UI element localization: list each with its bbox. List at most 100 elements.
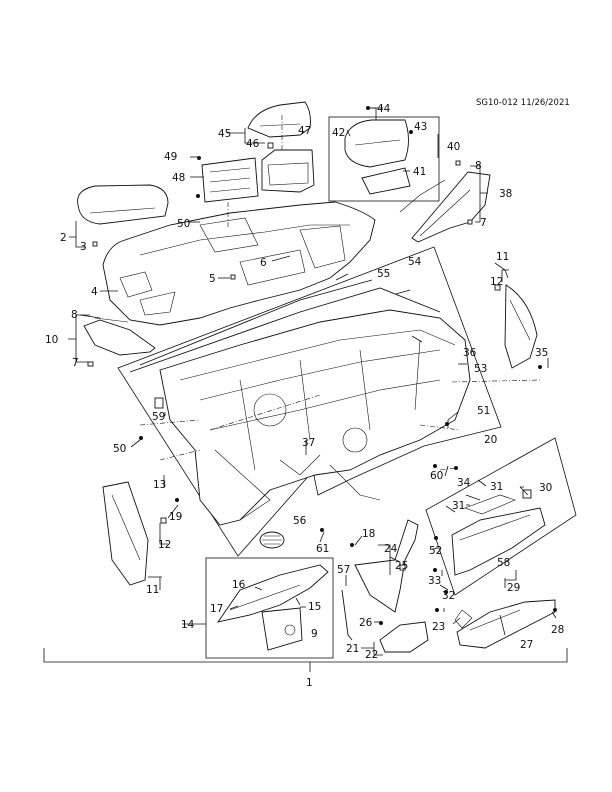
- callout-40: 38: [499, 188, 512, 200]
- callout-59: 58: [497, 557, 510, 569]
- part-column-trim-24: [341, 519, 419, 641]
- callout-54: 53: [474, 363, 487, 375]
- callout-1: 1: [306, 677, 313, 689]
- callout-21: 21: [346, 643, 359, 655]
- callout-46: 45: [218, 128, 231, 140]
- callout-11-right: 11: [496, 251, 509, 263]
- callout-15: 15: [308, 601, 321, 613]
- callout-33: 33: [428, 575, 441, 587]
- part-cross-car-beam-20: [154, 309, 471, 526]
- centerline: [159, 449, 201, 461]
- part-side-trim-40: [399, 160, 491, 243]
- callout-43: 42: [332, 127, 345, 139]
- callout-41: 40: [447, 141, 460, 153]
- callout-12-right: 12: [490, 276, 503, 288]
- callout-32: 32: [442, 590, 455, 602]
- part-cluster-43: [344, 106, 413, 168]
- part-end-cap-right-11: [494, 284, 538, 369]
- callout-18: 18: [362, 528, 375, 540]
- callout-55: 54: [408, 256, 422, 268]
- frame-20-cross-car-beam: [117, 246, 502, 557]
- callout-36: 36: [463, 347, 477, 359]
- callout-numbers: 1 2 3 4 5 6 7 7 8 8 9 10 11 11 12 12 13 …: [45, 103, 564, 689]
- part-cluster-lens-42: [361, 167, 411, 195]
- callout-7-left: 7: [72, 357, 79, 369]
- callout-52: 51: [477, 405, 490, 417]
- callout-17: 17: [210, 603, 223, 615]
- callout-35: 35: [535, 347, 548, 359]
- callout-22: 22: [365, 649, 378, 661]
- leader-lines: [68, 107, 557, 656]
- callout-9: 9: [311, 628, 318, 640]
- part-radio-49: [196, 156, 259, 228]
- callout-29: 29: [507, 582, 520, 594]
- centerline: [419, 424, 461, 431]
- callout-60: 59: [152, 411, 165, 423]
- callout-49: 48: [172, 172, 185, 184]
- callout-6: 6: [260, 257, 267, 269]
- callout-7-right: 7: [480, 217, 487, 229]
- callout-2: 2: [60, 232, 67, 244]
- strip-55: [129, 287, 441, 373]
- callout-4: 4: [91, 286, 98, 298]
- callout-44: 43: [414, 121, 427, 133]
- callout-25: 25: [395, 560, 408, 572]
- part-display-48: [261, 115, 315, 193]
- strip-56: [139, 279, 373, 366]
- callout-24: 24: [384, 543, 398, 555]
- frame-29-glove-box: [425, 437, 577, 596]
- callout-27: 27: [520, 639, 533, 651]
- part-pocket-9: [261, 607, 303, 651]
- callout-61-right: 60: [430, 470, 443, 482]
- callout-19: 19: [169, 511, 182, 523]
- callout-57: 56: [293, 515, 307, 527]
- callout-51: 50: [113, 443, 126, 455]
- part-top-cover-2: [77, 184, 169, 247]
- centerline: [209, 394, 321, 431]
- callout-37: 37: [302, 437, 315, 449]
- centerline: [451, 379, 541, 383]
- frame-41: [328, 116, 440, 202]
- callout-16: 16: [232, 579, 246, 591]
- reference-code: SG10-012 11/26/2021: [476, 98, 570, 108]
- frame-14-knee-bolster: [205, 557, 334, 659]
- callout-58: 57: [337, 564, 350, 576]
- bracket-1: [43, 648, 568, 672]
- part-bezel-46: [247, 101, 311, 149]
- callout-20: 20: [484, 434, 497, 446]
- part-upper-panel-4: [102, 201, 376, 326]
- part-side-trim-10: [83, 317, 156, 367]
- callout-45: 44: [377, 103, 391, 115]
- callout-48: 47: [298, 125, 311, 137]
- part-grille-57: [259, 531, 285, 549]
- callout-10: 10: [45, 334, 58, 346]
- part-knee-bolster-15: [216, 564, 329, 623]
- callout-56: 55: [377, 268, 390, 280]
- callout-31-a: 31: [490, 481, 503, 493]
- callout-11-left: 11: [146, 584, 159, 596]
- fastener-dots: [139, 365, 557, 625]
- callout-3: 3: [80, 241, 87, 253]
- callout-53: 52: [429, 545, 442, 557]
- centerline: [139, 419, 201, 426]
- callout-31-b: 31: [452, 500, 465, 512]
- callout-5: 5: [209, 273, 216, 285]
- callout-12-left: 12: [158, 539, 171, 551]
- callout-26: 26: [359, 617, 373, 629]
- callout-13: 13: [153, 479, 166, 491]
- callout-42: 41: [413, 166, 426, 178]
- callout-50-bottom: 50: [177, 218, 190, 230]
- callout-14: 14: [181, 619, 195, 631]
- callout-8-right: 8: [475, 160, 482, 172]
- callout-23: 23: [432, 621, 445, 633]
- part-lower-panel-27: [454, 599, 556, 649]
- part-end-cap-left-11: [102, 481, 167, 586]
- callout-47: 46: [246, 138, 260, 150]
- callout-8-left: 8: [71, 309, 78, 321]
- callout-50-top: 49: [164, 151, 177, 163]
- callout-34: 34: [457, 477, 471, 489]
- callout-28: 28: [551, 624, 564, 636]
- callout-30: 30: [539, 482, 552, 494]
